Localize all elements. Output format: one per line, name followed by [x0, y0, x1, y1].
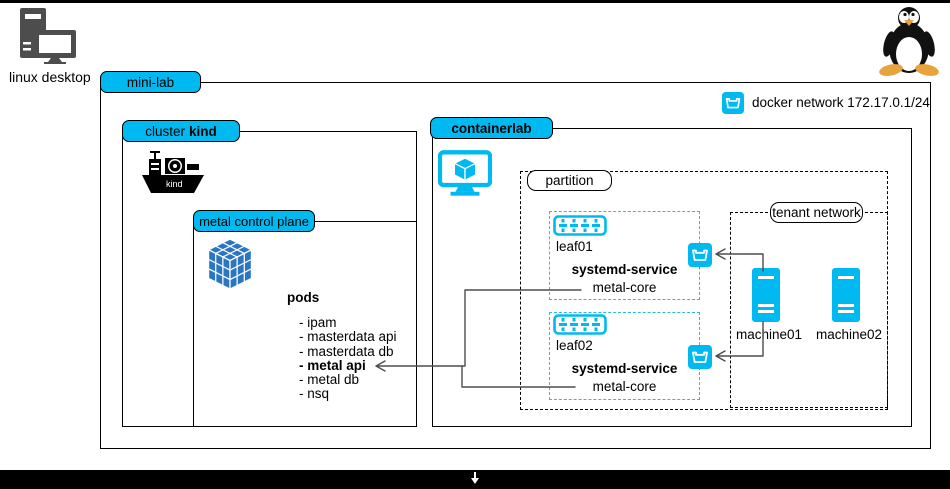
kind-ship-text: kind	[166, 179, 183, 189]
pod-item: - masterdata api	[299, 329, 397, 345]
leaf02-service-title: systemd-service	[571, 361, 678, 376]
pod-item: - metal db	[299, 372, 360, 388]
leaf02-service-name: metal-core	[592, 379, 657, 394]
switch-icon	[553, 215, 607, 236]
collapse-arrow-icon[interactable]	[468, 471, 482, 485]
pods-title: pods	[287, 290, 320, 305]
pod-item: - masterdata db	[299, 343, 394, 359]
docker-container-icon	[688, 345, 712, 369]
containerlab-label-text: containerlab	[451, 120, 532, 136]
leaf01-service-name: metal-core	[592, 280, 657, 295]
metal-control-plane-label-text: metal control plane	[199, 213, 309, 229]
docker-container-icon	[688, 243, 712, 267]
cluster-label-bold-text: kind	[189, 123, 217, 139]
partition-label: partition	[527, 170, 612, 191]
kubernetes-cube-icon	[205, 236, 255, 294]
containerlab-box	[432, 128, 912, 427]
leaf01-name: leaf01	[556, 239, 593, 254]
minilab-label-text: mini-lab	[126, 74, 175, 90]
pod-item-metal-api: - metal api	[299, 357, 366, 373]
pods-list: - ipam - masterdata api - masterdata db …	[299, 315, 397, 402]
containerlab-label: containerlab	[430, 117, 553, 139]
leaf02-name: leaf02	[556, 338, 593, 353]
kind-ship-icon: kind	[140, 149, 206, 196]
docker-container-icon	[722, 92, 744, 114]
switch-icon	[553, 314, 607, 335]
top-letterbox-bar	[0, 0, 950, 3]
desktop-label: linux desktop	[9, 69, 91, 85]
minilab-box	[100, 82, 931, 449]
pod-item: - nsq	[299, 386, 330, 402]
server-icon	[832, 268, 860, 322]
pod-item: - ipam	[299, 315, 337, 330]
containerlab-monitor-icon	[438, 150, 492, 197]
desktop-tower-icon	[10, 6, 76, 64]
partition-label-text: partition	[545, 173, 594, 188]
tenant-network-label: tenant network	[770, 202, 863, 223]
tux-penguin-icon	[876, 4, 942, 76]
metal-control-plane-label: metal control plane	[193, 210, 315, 232]
server-icon	[752, 268, 780, 322]
docker-network-label: docker network 172.17.0.1/24	[752, 95, 930, 110]
cluster-label-text: cluster	[145, 123, 185, 139]
leaf01-service-title: systemd-service	[571, 262, 678, 277]
machine02-label: machine02	[816, 327, 883, 342]
cluster-kind-label: cluster kind	[122, 120, 240, 142]
minilab-label: mini-lab	[100, 71, 201, 93]
machine01-label: machine01	[736, 327, 803, 342]
tenant-network-label-text: tenant network	[772, 205, 861, 220]
